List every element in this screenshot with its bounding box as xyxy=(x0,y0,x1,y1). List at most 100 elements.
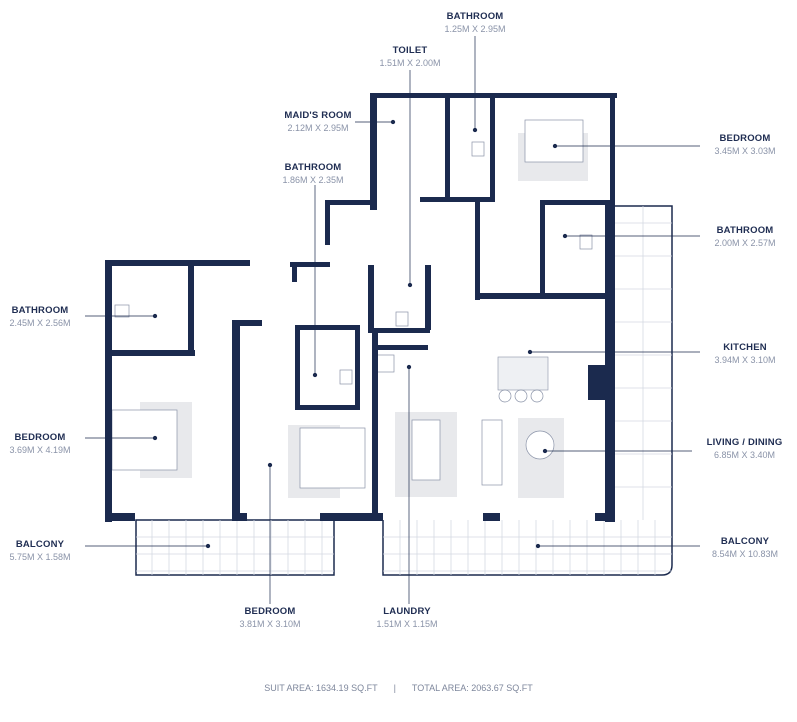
room-dims: 5.75M X 1.58M xyxy=(9,552,71,562)
wall xyxy=(290,262,330,267)
bed-icon xyxy=(524,119,584,163)
room-dims: 2.12M X 2.95M xyxy=(287,123,349,133)
wall xyxy=(425,265,431,330)
room-name: BALCONY xyxy=(15,539,65,550)
toilet-icon xyxy=(395,311,409,327)
wall xyxy=(610,93,615,205)
coffee-table-icon xyxy=(525,430,555,460)
wall xyxy=(105,350,195,356)
leader-lines xyxy=(85,36,700,604)
wall xyxy=(540,200,545,295)
room-name: BALCONY xyxy=(720,536,770,547)
suit-area: SUIT AREA: 1634.19 SQ.FT xyxy=(264,683,378,693)
wall xyxy=(490,97,495,202)
wall xyxy=(372,330,378,520)
label-bedroom-mid: BEDROOM 3.81M X 3.10M xyxy=(225,606,315,630)
label-balcony-right: BALCONY 8.54M X 10.83M xyxy=(700,536,790,560)
footer-separator: | xyxy=(393,683,396,693)
wall xyxy=(105,513,135,521)
wall xyxy=(483,513,500,521)
room-dims: 3.45M X 3.03M xyxy=(714,146,776,156)
stool-icon xyxy=(514,389,528,403)
furniture-lines xyxy=(111,119,593,489)
wall xyxy=(295,405,360,410)
wall xyxy=(232,513,247,521)
label-kitchen: KITCHEN 3.94M X 3.10M xyxy=(700,342,790,366)
wall xyxy=(370,93,617,98)
room-dims: 3.94M X 3.10M xyxy=(714,355,776,365)
label-bathroom-mid: BATHROOM 1.86M X 2.35M xyxy=(268,162,358,186)
leader-dot xyxy=(472,127,478,133)
room-name: BEDROOM xyxy=(14,432,66,443)
sofa-icon xyxy=(481,419,503,486)
wall xyxy=(240,320,262,326)
leader-dot xyxy=(205,543,211,549)
leader-dot xyxy=(407,282,413,288)
room-dims: 3.69M X 4.19M xyxy=(9,445,71,455)
leader-dot xyxy=(542,448,548,454)
wall xyxy=(295,325,360,330)
toilet-icon xyxy=(339,369,353,385)
leader-dot xyxy=(152,435,158,441)
room-dims: 8.54M X 10.83M xyxy=(711,549,779,559)
room-dims: 3.81M X 3.10M xyxy=(239,619,301,629)
wall xyxy=(370,93,377,210)
room-dims: 1.51M X 1.15M xyxy=(376,619,438,629)
room-name: BATHROOM xyxy=(284,162,342,173)
label-bathroom-left: BATHROOM 2.45M X 2.56M xyxy=(0,305,80,329)
balcony-grid xyxy=(136,206,672,575)
area-footer: SUIT AREA: 1634.19 SQ.FT|TOTAL AREA: 206… xyxy=(0,683,797,693)
room-dims: 1.51M X 2.00M xyxy=(379,58,441,68)
room-dims: 1.25M X 2.95M xyxy=(444,24,506,34)
leader-dot xyxy=(552,143,558,149)
wall xyxy=(325,200,330,245)
wall xyxy=(292,262,297,282)
label-bathroom-top: BATHROOM 1.25M X 2.95M xyxy=(430,11,520,35)
leader-dot xyxy=(152,313,158,319)
wall xyxy=(420,197,495,202)
toilet-icon xyxy=(579,234,593,250)
wall xyxy=(188,260,194,355)
room-name: MAID'S ROOM xyxy=(284,110,352,121)
wall xyxy=(368,328,430,333)
label-balcony-left: BALCONY 5.75M X 1.58M xyxy=(0,539,80,563)
wall xyxy=(355,325,360,410)
room-name: BEDROOM xyxy=(719,133,771,144)
wall xyxy=(595,513,615,521)
label-bedroom-left: BEDROOM 3.69M X 4.19M xyxy=(0,432,80,456)
leader-dot xyxy=(527,349,533,355)
room-name: BEDROOM xyxy=(244,606,296,617)
wall xyxy=(475,293,615,299)
leader-dot xyxy=(390,119,396,125)
wall xyxy=(540,200,615,205)
bed-icon xyxy=(111,409,178,471)
room-dims: 1.86M X 2.35M xyxy=(282,175,344,185)
wall xyxy=(105,260,250,266)
leader-dot xyxy=(267,462,273,468)
room-dims: 6.85M X 3.40M xyxy=(713,450,776,460)
leader-dot xyxy=(535,543,541,549)
wall xyxy=(445,97,450,202)
toilet-icon xyxy=(114,304,130,318)
room-name: LIVING / DINING xyxy=(706,437,783,448)
room-name: KITCHEN xyxy=(723,342,767,353)
label-living-dining: LIVING / DINING 6.85M X 3.40M xyxy=(692,437,797,461)
wall xyxy=(325,200,375,205)
room-name: BATHROOM xyxy=(11,305,69,316)
washer-icon xyxy=(376,354,395,373)
leader-dot xyxy=(312,372,318,378)
wall xyxy=(232,320,240,520)
room-dims: 2.45M X 2.56M xyxy=(9,318,71,328)
leader-dot xyxy=(406,364,412,370)
label-bedroom-top: BEDROOM 3.45M X 3.03M xyxy=(700,133,790,157)
stool-icon xyxy=(498,389,512,403)
wall xyxy=(368,265,374,330)
room-name: BATHROOM xyxy=(446,11,504,22)
wall xyxy=(475,200,480,300)
dining-table-icon xyxy=(411,419,441,481)
wall xyxy=(105,260,112,522)
wall xyxy=(320,513,383,521)
